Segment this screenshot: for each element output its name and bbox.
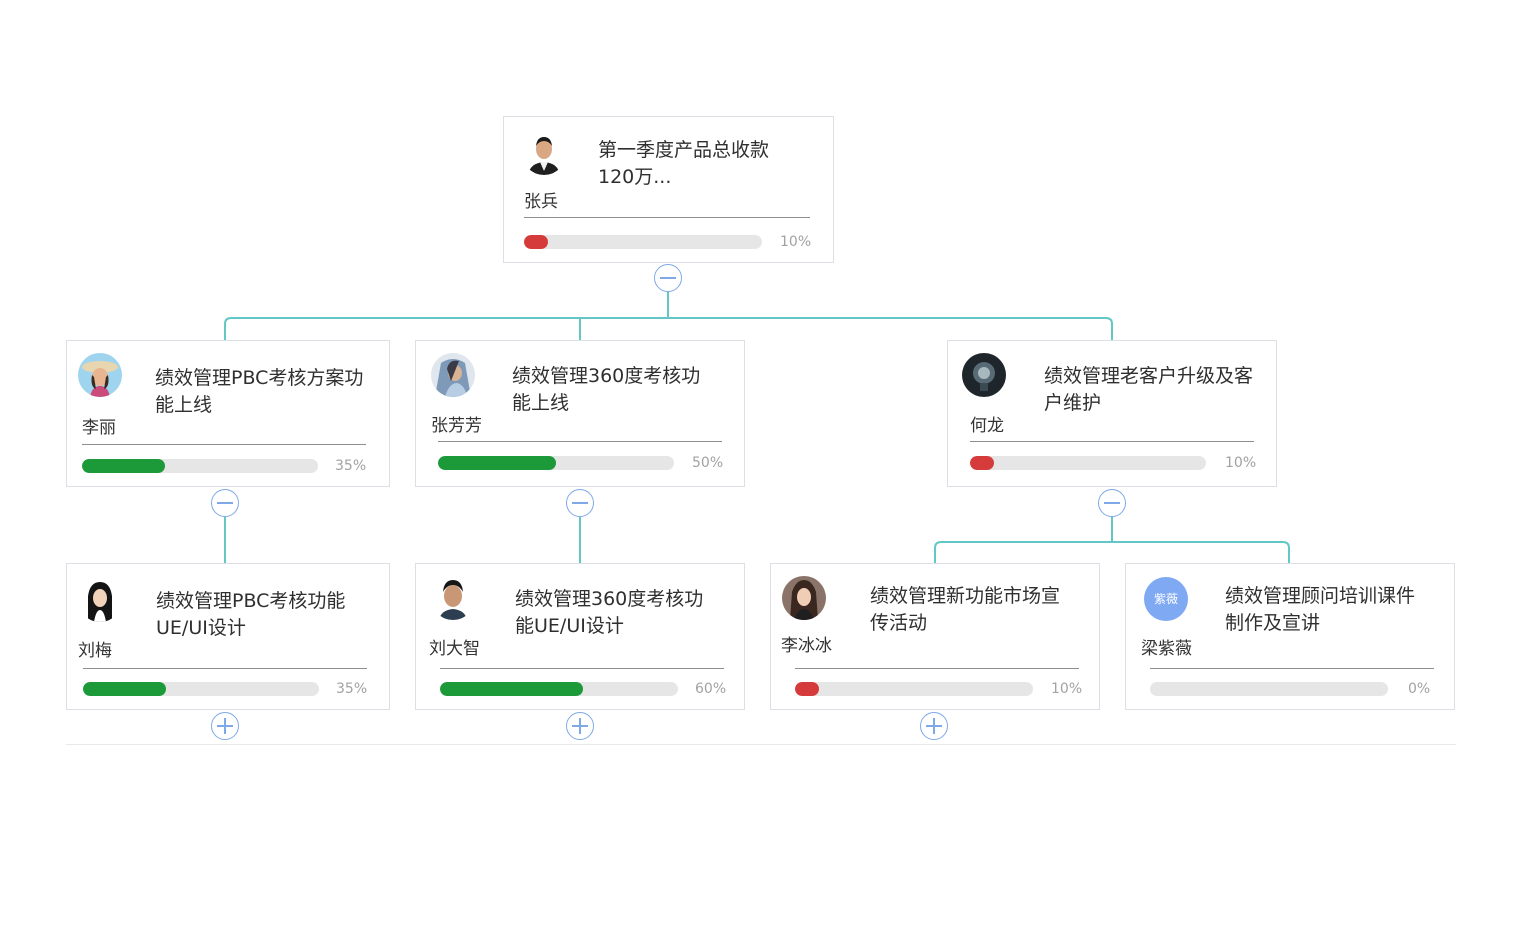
divider — [795, 668, 1079, 669]
progress-fill — [970, 456, 994, 470]
task-title: 绩效管理360度考核功能上线 — [512, 365, 701, 414]
task-title: 绩效管理新功能市场宣传活动 — [870, 585, 1061, 634]
connector-level2-bus — [934, 541, 1290, 563]
progress-track — [795, 682, 1033, 696]
divider — [970, 441, 1254, 442]
task-card-root[interactable]: 张兵 第一季度产品总收款120万... 10% — [503, 116, 834, 263]
divider — [440, 668, 724, 669]
progress-fill — [440, 682, 583, 696]
avatar — [522, 131, 566, 175]
connector-level1-bus — [224, 317, 1113, 340]
avatar-initials: 紫薇 — [1144, 577, 1188, 621]
minus-icon — [1104, 502, 1120, 504]
divider — [438, 441, 722, 442]
task-card-liumei[interactable]: 刘梅 绩效管理PBC考核功能UE/UI设计 35% — [66, 563, 390, 710]
avatar — [78, 353, 122, 397]
bottom-divider — [66, 744, 1456, 745]
progress-track — [970, 456, 1206, 470]
task-card-zhang[interactable]: 张芳芳 绩效管理360度考核功能上线 50% — [415, 340, 745, 487]
person-icon — [522, 131, 566, 175]
task-title: 绩效管理PBC考核方案功能上线 — [155, 367, 364, 416]
collapse-toggle-zhang[interactable] — [566, 489, 594, 517]
progress-percent: 10% — [1051, 681, 1083, 697]
collapse-toggle-li[interactable] — [211, 489, 239, 517]
progress-percent: 50% — [692, 455, 724, 471]
progress-fill — [795, 682, 819, 696]
minus-icon — [217, 502, 233, 504]
progress-track — [438, 456, 674, 470]
task-card-liudazhi[interactable]: 刘大智 绩效管理360度考核功能UE/UI设计 60% — [415, 563, 745, 710]
progress-percent: 35% — [336, 681, 368, 697]
divider — [82, 444, 366, 445]
progress-track — [440, 682, 678, 696]
progress-track — [82, 459, 318, 473]
person-icon — [78, 578, 122, 622]
owner-name: 张芳芳 — [431, 416, 482, 436]
expand-toggle-libingbing[interactable] — [920, 712, 948, 740]
task-card-libingbing[interactable]: 李冰冰 绩效管理新功能市场宣传活动 10% — [770, 563, 1100, 710]
task-title: 绩效管理PBC考核功能UE/UI设计 — [156, 590, 346, 639]
progress-track — [524, 235, 762, 249]
divider — [83, 668, 367, 669]
progress-percent: 60% — [695, 681, 727, 697]
avatar — [962, 353, 1006, 397]
progress-fill — [524, 235, 548, 249]
owner-name: 刘大智 — [429, 639, 480, 659]
avatar — [431, 353, 475, 397]
progress-track — [1150, 682, 1388, 696]
divider — [1150, 668, 1434, 669]
person-icon — [962, 353, 1006, 397]
avatar — [782, 576, 826, 620]
avatar — [78, 578, 122, 622]
plus-icon-vertical — [224, 718, 226, 734]
progress-fill — [438, 456, 556, 470]
owner-name: 张兵 — [524, 192, 558, 212]
progress-percent: 10% — [1225, 455, 1257, 471]
task-title: 绩效管理360度考核功能UE/UI设计 — [515, 588, 704, 637]
person-icon — [782, 576, 826, 620]
progress-percent: 0% — [1408, 681, 1431, 697]
owner-name: 李丽 — [82, 418, 116, 438]
collapse-toggle-he[interactable] — [1098, 489, 1126, 517]
divider — [524, 217, 810, 218]
owner-name: 李冰冰 — [781, 636, 832, 656]
task-card-he[interactable]: 何龙 绩效管理老客户升级及客户维护 10% — [947, 340, 1277, 487]
minus-icon — [660, 277, 676, 279]
person-icon — [431, 353, 475, 397]
minus-icon — [572, 502, 588, 504]
task-title: 绩效管理老客户升级及客户维护 — [1044, 365, 1254, 414]
task-title: 绩效管理顾问培训课件制作及宣讲 — [1225, 585, 1416, 634]
progress-percent: 10% — [780, 234, 812, 250]
avatar-initials-text: 紫薇 — [1153, 592, 1178, 606]
plus-icon-vertical — [933, 718, 935, 734]
plus-icon-vertical — [579, 718, 581, 734]
progress-percent: 35% — [335, 458, 367, 474]
owner-name: 梁紫薇 — [1141, 639, 1192, 659]
person-icon — [431, 576, 475, 620]
expand-toggle-liumei[interactable] — [211, 712, 239, 740]
expand-toggle-liudazhi[interactable] — [566, 712, 594, 740]
progress-fill — [83, 682, 166, 696]
progress-track — [83, 682, 319, 696]
collapse-toggle-root[interactable] — [654, 264, 682, 292]
owner-name: 刘梅 — [78, 641, 112, 661]
task-card-liangziwei[interactable]: 紫薇 梁紫薇 绩效管理顾问培训课件制作及宣讲 0% — [1125, 563, 1455, 710]
task-card-li[interactable]: 李丽 绩效管理PBC考核方案功能上线 35% — [66, 340, 390, 487]
progress-fill — [82, 459, 165, 473]
task-title: 第一季度产品总收款120万... — [598, 139, 770, 188]
person-icon — [78, 353, 122, 397]
owner-name: 何龙 — [970, 416, 1004, 436]
avatar — [431, 576, 475, 620]
